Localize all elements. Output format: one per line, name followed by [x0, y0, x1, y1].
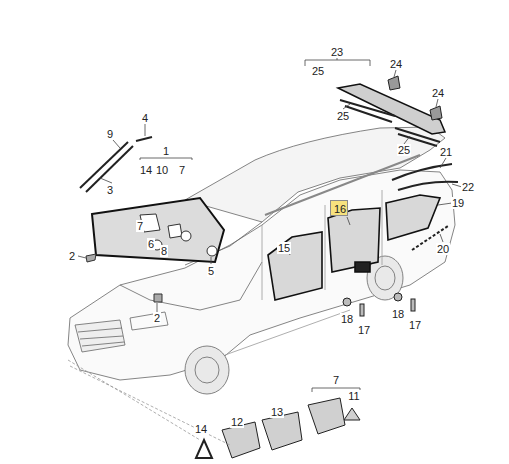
callout-number: 18 — [340, 313, 354, 325]
callout-number: 20 — [436, 243, 450, 255]
callout-number: 24 — [431, 87, 445, 99]
callout-number: 21 — [439, 146, 453, 158]
callout-number: 18 — [391, 308, 405, 320]
callout-number: 25 — [336, 110, 350, 122]
callout-number: 25 — [311, 65, 325, 77]
callout-number: 9 — [106, 128, 114, 140]
callout-number: 19 — [451, 197, 465, 209]
callout-number: 6 — [147, 238, 155, 250]
callout-number: 10 — [155, 164, 169, 176]
callout-number: 7 — [332, 374, 340, 386]
callout-number: 5 — [207, 265, 215, 277]
callout-number: 7 — [136, 220, 144, 232]
callout-number: 17 — [357, 324, 371, 336]
callout-number: 16 — [334, 203, 344, 215]
highlighted-callout: 16 — [330, 200, 348, 216]
callout-number: 7 — [178, 164, 186, 176]
callout-number: 17 — [408, 319, 422, 331]
callout-number: 3 — [106, 184, 114, 196]
callout-number: 1 — [162, 145, 170, 157]
callout-number: 23 — [330, 46, 344, 58]
callout-number: 12 — [230, 416, 244, 428]
callout-number: 2 — [68, 250, 76, 262]
callout-number: 2 — [153, 312, 161, 324]
callout-number: 14 — [194, 423, 208, 435]
callout-number: 4 — [141, 112, 149, 124]
callout-number: 13 — [270, 406, 284, 418]
callout-number: 14 — [139, 164, 153, 176]
callout-number: 15 — [277, 242, 291, 254]
callout-number: 25 — [397, 144, 411, 156]
callout-number: 11 — [347, 390, 360, 402]
callout-number: 8 — [160, 245, 168, 257]
callout-number: 24 — [389, 58, 403, 70]
callout-number: 22 — [461, 181, 475, 193]
